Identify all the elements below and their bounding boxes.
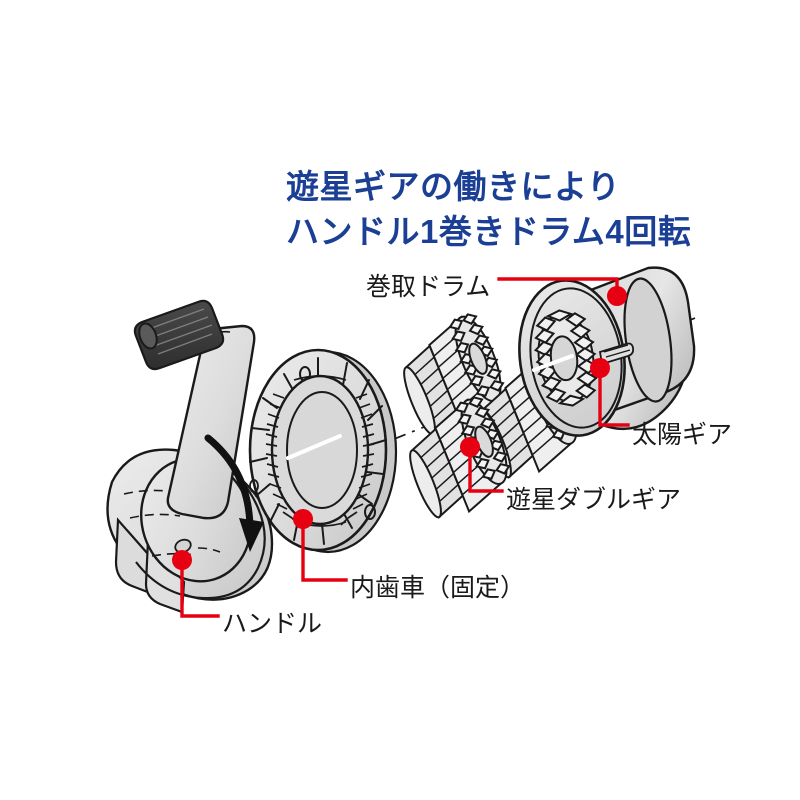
callout-label-winding-drum: 巻取ドラム [366, 273, 491, 301]
leader-handle [180, 564, 220, 618]
marker-ring-gear [293, 509, 313, 529]
title-line-1: 遊星ギアの働きにより [286, 168, 621, 205]
title-line-2: ハンドル1巻きドラム4回転 [286, 213, 692, 250]
callout-label-planet-double-gear: 遊星ダブルギア [506, 486, 682, 514]
leader-ring [301, 523, 348, 582]
callout-label-sun-gear: 太陽ギア [632, 421, 733, 449]
callout-label-handle: ハンドル [222, 610, 323, 638]
handle-grip [133, 299, 225, 371]
marker-sun-gear [590, 358, 610, 378]
leader-planet [468, 451, 504, 493]
callout-markers [172, 286, 627, 570]
ring-gear-part [248, 348, 398, 554]
leader-sun [598, 372, 630, 427]
marker-handle [172, 550, 192, 570]
winding-drum-part [518, 266, 696, 437]
marker-drum [607, 286, 627, 306]
marker-planet-gear [460, 437, 480, 457]
drum-shaft-detail [598, 342, 635, 366]
callout-label-ring-gear: 内歯車（固定） [350, 574, 526, 602]
rotation-arrow-icon [204, 434, 264, 552]
